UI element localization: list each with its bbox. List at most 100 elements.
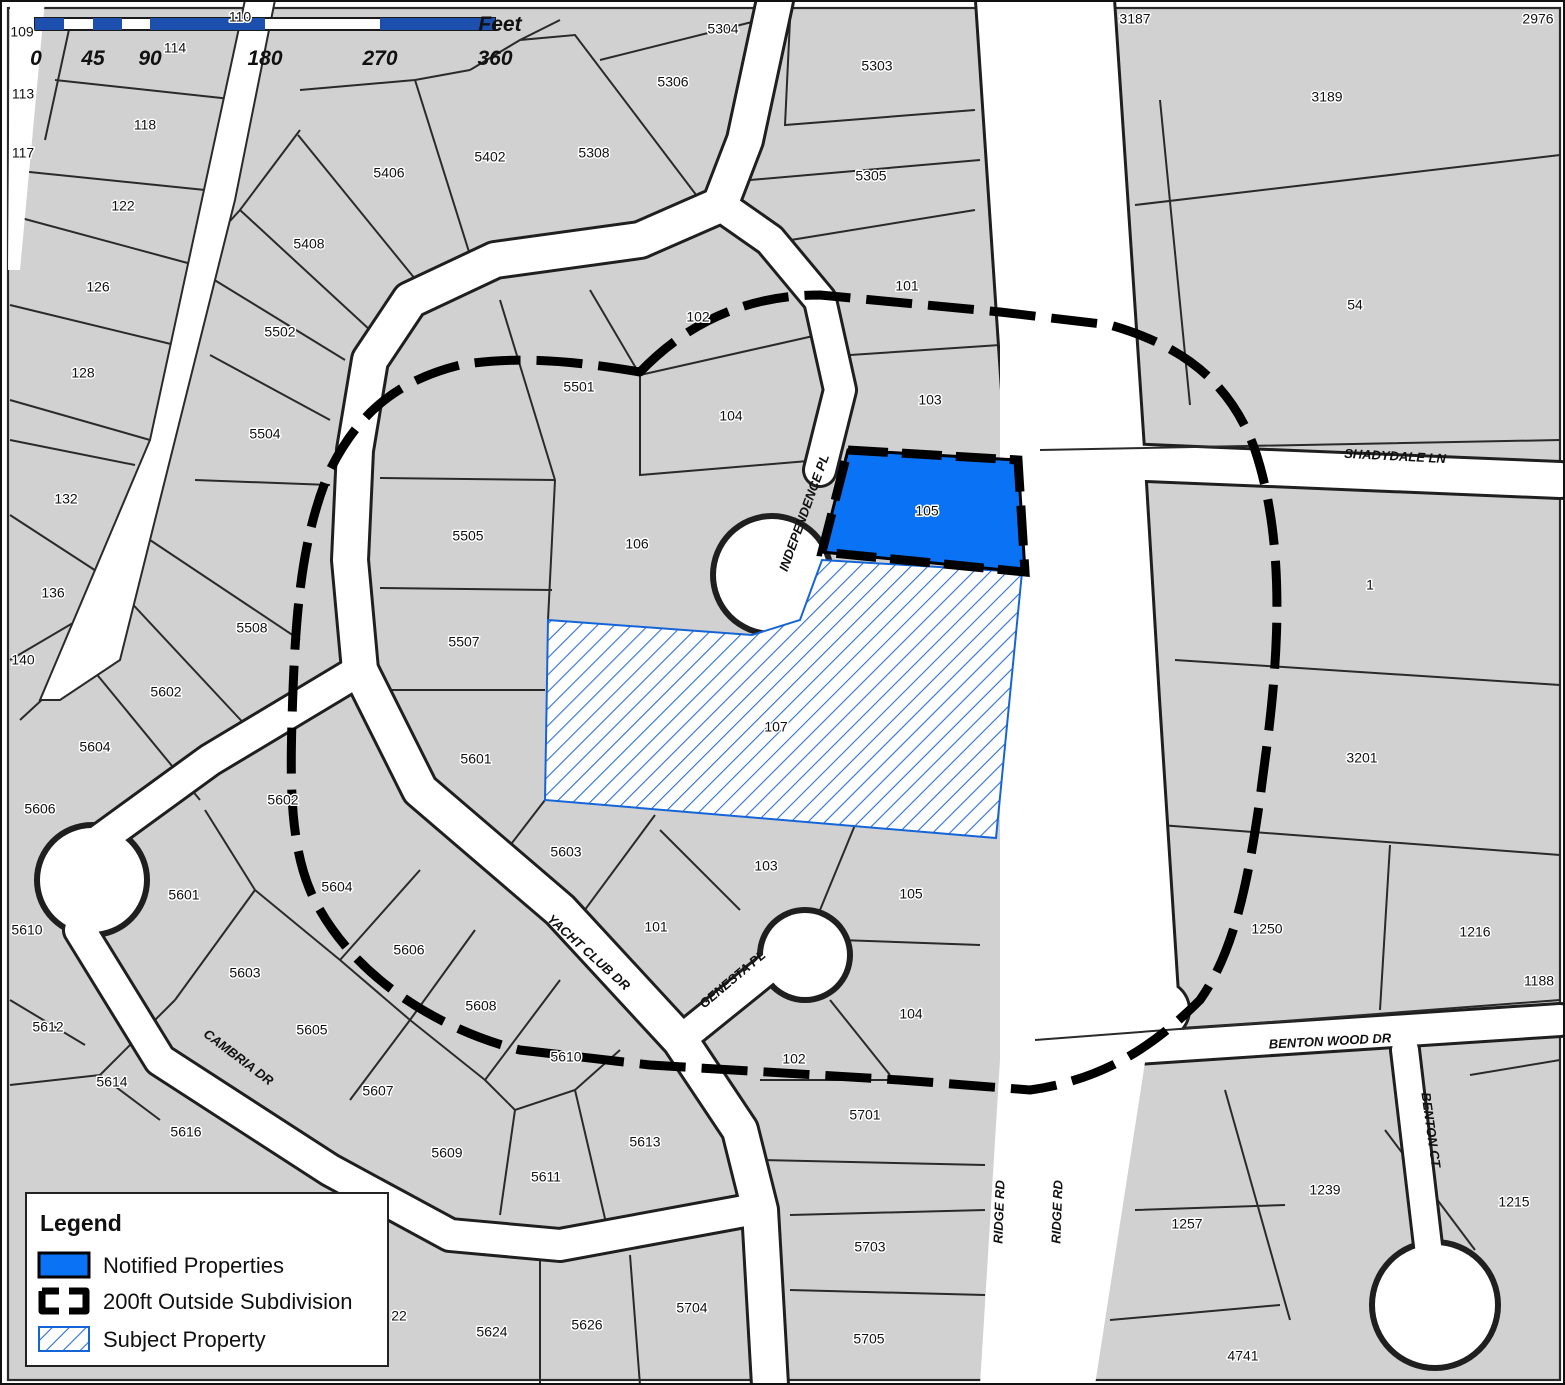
parcel-label: 5601 bbox=[168, 887, 199, 903]
parcel-label: 5505 bbox=[452, 528, 483, 544]
scale-bar: Feet 0 45 90 180 270 360 bbox=[30, 13, 522, 70]
legend-title: Legend bbox=[40, 1210, 122, 1236]
parcel-label: 118 bbox=[134, 117, 157, 133]
parcel-label: 110 bbox=[229, 9, 252, 25]
notified-property-outline bbox=[816, 445, 1030, 577]
parcel-labels: 109 110 114 113 117 118 122 126 128 132 … bbox=[9, 7, 1556, 1365]
scale-tick-360: 360 bbox=[477, 47, 512, 70]
parcel-label: 1257 bbox=[1171, 1216, 1202, 1232]
buffer-outline-swatch bbox=[38, 1287, 90, 1315]
hatched-swatch bbox=[38, 1326, 90, 1352]
parcel-label: 5610 bbox=[11, 922, 42, 938]
parcel-label: 1239 bbox=[1309, 1182, 1340, 1198]
parcel-label: 105 bbox=[915, 503, 939, 519]
parcel-label: 5402 bbox=[474, 149, 505, 165]
parcel-label: 103 bbox=[918, 392, 942, 408]
parcel-label: 5612 bbox=[32, 1019, 63, 1035]
street-label-ridge-west: RIDGE RD bbox=[990, 1179, 1007, 1244]
parcel-label: 106 bbox=[625, 536, 649, 552]
parcel-label: 122 bbox=[111, 198, 135, 214]
parcel-label: 5610 bbox=[550, 1049, 581, 1065]
parcel-label: 5502 bbox=[264, 324, 295, 340]
parcel-label: 140 bbox=[11, 652, 35, 668]
parcel-label: 5604 bbox=[79, 739, 110, 755]
parcel-label: 117 bbox=[12, 145, 35, 161]
parcel-label: 126 bbox=[86, 279, 110, 295]
parcel-label: 4741 bbox=[1227, 1348, 1258, 1364]
street-label-benton-wood: BENTON WOOD DR bbox=[1268, 1030, 1392, 1051]
parcel-label: 5611 bbox=[531, 1169, 561, 1185]
parcel-label: 5701 bbox=[849, 1107, 880, 1123]
parcel-label: 5606 bbox=[393, 942, 424, 958]
parcel-label: 5613 bbox=[629, 1134, 660, 1150]
parcel-label: 104 bbox=[719, 408, 743, 424]
parcel-label: 3189 bbox=[1311, 89, 1342, 105]
parcel-label: 54 bbox=[1347, 297, 1363, 313]
parcel-label: 3187 bbox=[1119, 11, 1150, 27]
legend-label: Notified Properties bbox=[103, 1253, 284, 1278]
legend-label: Subject Property bbox=[103, 1327, 266, 1352]
parcel-label: 102 bbox=[782, 1051, 806, 1067]
parcel-label: 113 bbox=[12, 86, 35, 102]
street-label-ridge-east: RIDGE RD bbox=[1048, 1179, 1065, 1244]
parcel-label: 5504 bbox=[249, 426, 280, 442]
parcel-label: 1188 bbox=[1524, 973, 1554, 989]
road-network bbox=[8, 0, 1565, 1385]
parcel-label: 128 bbox=[71, 365, 95, 381]
street-label-shadydale: SHADYDALE LN bbox=[1344, 446, 1447, 466]
parcel-label: 101 bbox=[644, 919, 668, 935]
parcel-label: 5603 bbox=[229, 965, 260, 981]
parcel-label: 5609 bbox=[431, 1145, 462, 1161]
parcel-label: 5604 bbox=[321, 879, 352, 895]
parcel-label: 5624 bbox=[476, 1324, 507, 1340]
parcel-label: 1216 bbox=[1459, 924, 1490, 940]
parcel-label: 5605 bbox=[296, 1022, 327, 1038]
parcel-label: 5616 bbox=[170, 1124, 201, 1140]
parcel-label: 109 bbox=[10, 24, 34, 40]
scale-unit-label: Feet bbox=[478, 13, 522, 36]
parcel-label: 5408 bbox=[293, 236, 324, 252]
parcel-label: 103 bbox=[754, 858, 778, 874]
parcel-label: 105 bbox=[899, 886, 923, 902]
parcel-label: 5705 bbox=[853, 1331, 884, 1347]
parcel-label: 5614 bbox=[96, 1074, 127, 1090]
parcel-label: 101 bbox=[895, 278, 919, 294]
scale-tick-0: 0 bbox=[30, 47, 42, 70]
scale-tick-270: 270 bbox=[361, 47, 397, 70]
parcel-label: 5601 bbox=[460, 751, 491, 767]
parcel-label: 5602 bbox=[150, 684, 181, 700]
buffer-200ft-outline bbox=[286, 290, 1282, 1095]
parcel-label: 5406 bbox=[373, 165, 404, 181]
parcel-label: 22 bbox=[391, 1308, 407, 1324]
parcel-label: 5308 bbox=[578, 145, 609, 161]
parcel-label: 1250 bbox=[1251, 921, 1282, 937]
parcel-label: 1 bbox=[1366, 577, 1374, 593]
parcel-label: 1215 bbox=[1498, 1194, 1529, 1210]
parcel-label: 5305 bbox=[855, 168, 886, 184]
parcel-label: 132 bbox=[54, 491, 78, 507]
parcel-label: 2976 bbox=[1522, 11, 1553, 27]
parcel-label: 114 bbox=[164, 40, 187, 56]
legend-label: 200ft Outside Subdivision bbox=[103, 1289, 353, 1314]
scale-tick-90: 90 bbox=[138, 47, 162, 70]
parcel-label: 5306 bbox=[657, 74, 688, 90]
parcel-label: 102 bbox=[686, 309, 710, 325]
parcel-label: 136 bbox=[41, 585, 65, 601]
parcel-label: 5602 bbox=[267, 792, 298, 808]
parcel-label: 104 bbox=[899, 1006, 923, 1022]
scale-tick-180: 180 bbox=[247, 47, 282, 70]
parcel-label: 5606 bbox=[24, 801, 55, 817]
parcel-label: 3201 bbox=[1346, 750, 1377, 766]
notified-properties-swatch bbox=[37, 1251, 91, 1279]
parcel-label: 5501 bbox=[563, 379, 594, 395]
parcel-label: 5703 bbox=[854, 1239, 885, 1255]
parcel-label: 5603 bbox=[550, 844, 581, 860]
parcel-label: 5507 bbox=[448, 634, 479, 650]
scale-tick-45: 45 bbox=[80, 47, 105, 70]
parcel-label: 5626 bbox=[571, 1317, 602, 1333]
parcel-label: 5304 bbox=[707, 21, 738, 37]
parcel-label: 5608 bbox=[465, 998, 496, 1014]
